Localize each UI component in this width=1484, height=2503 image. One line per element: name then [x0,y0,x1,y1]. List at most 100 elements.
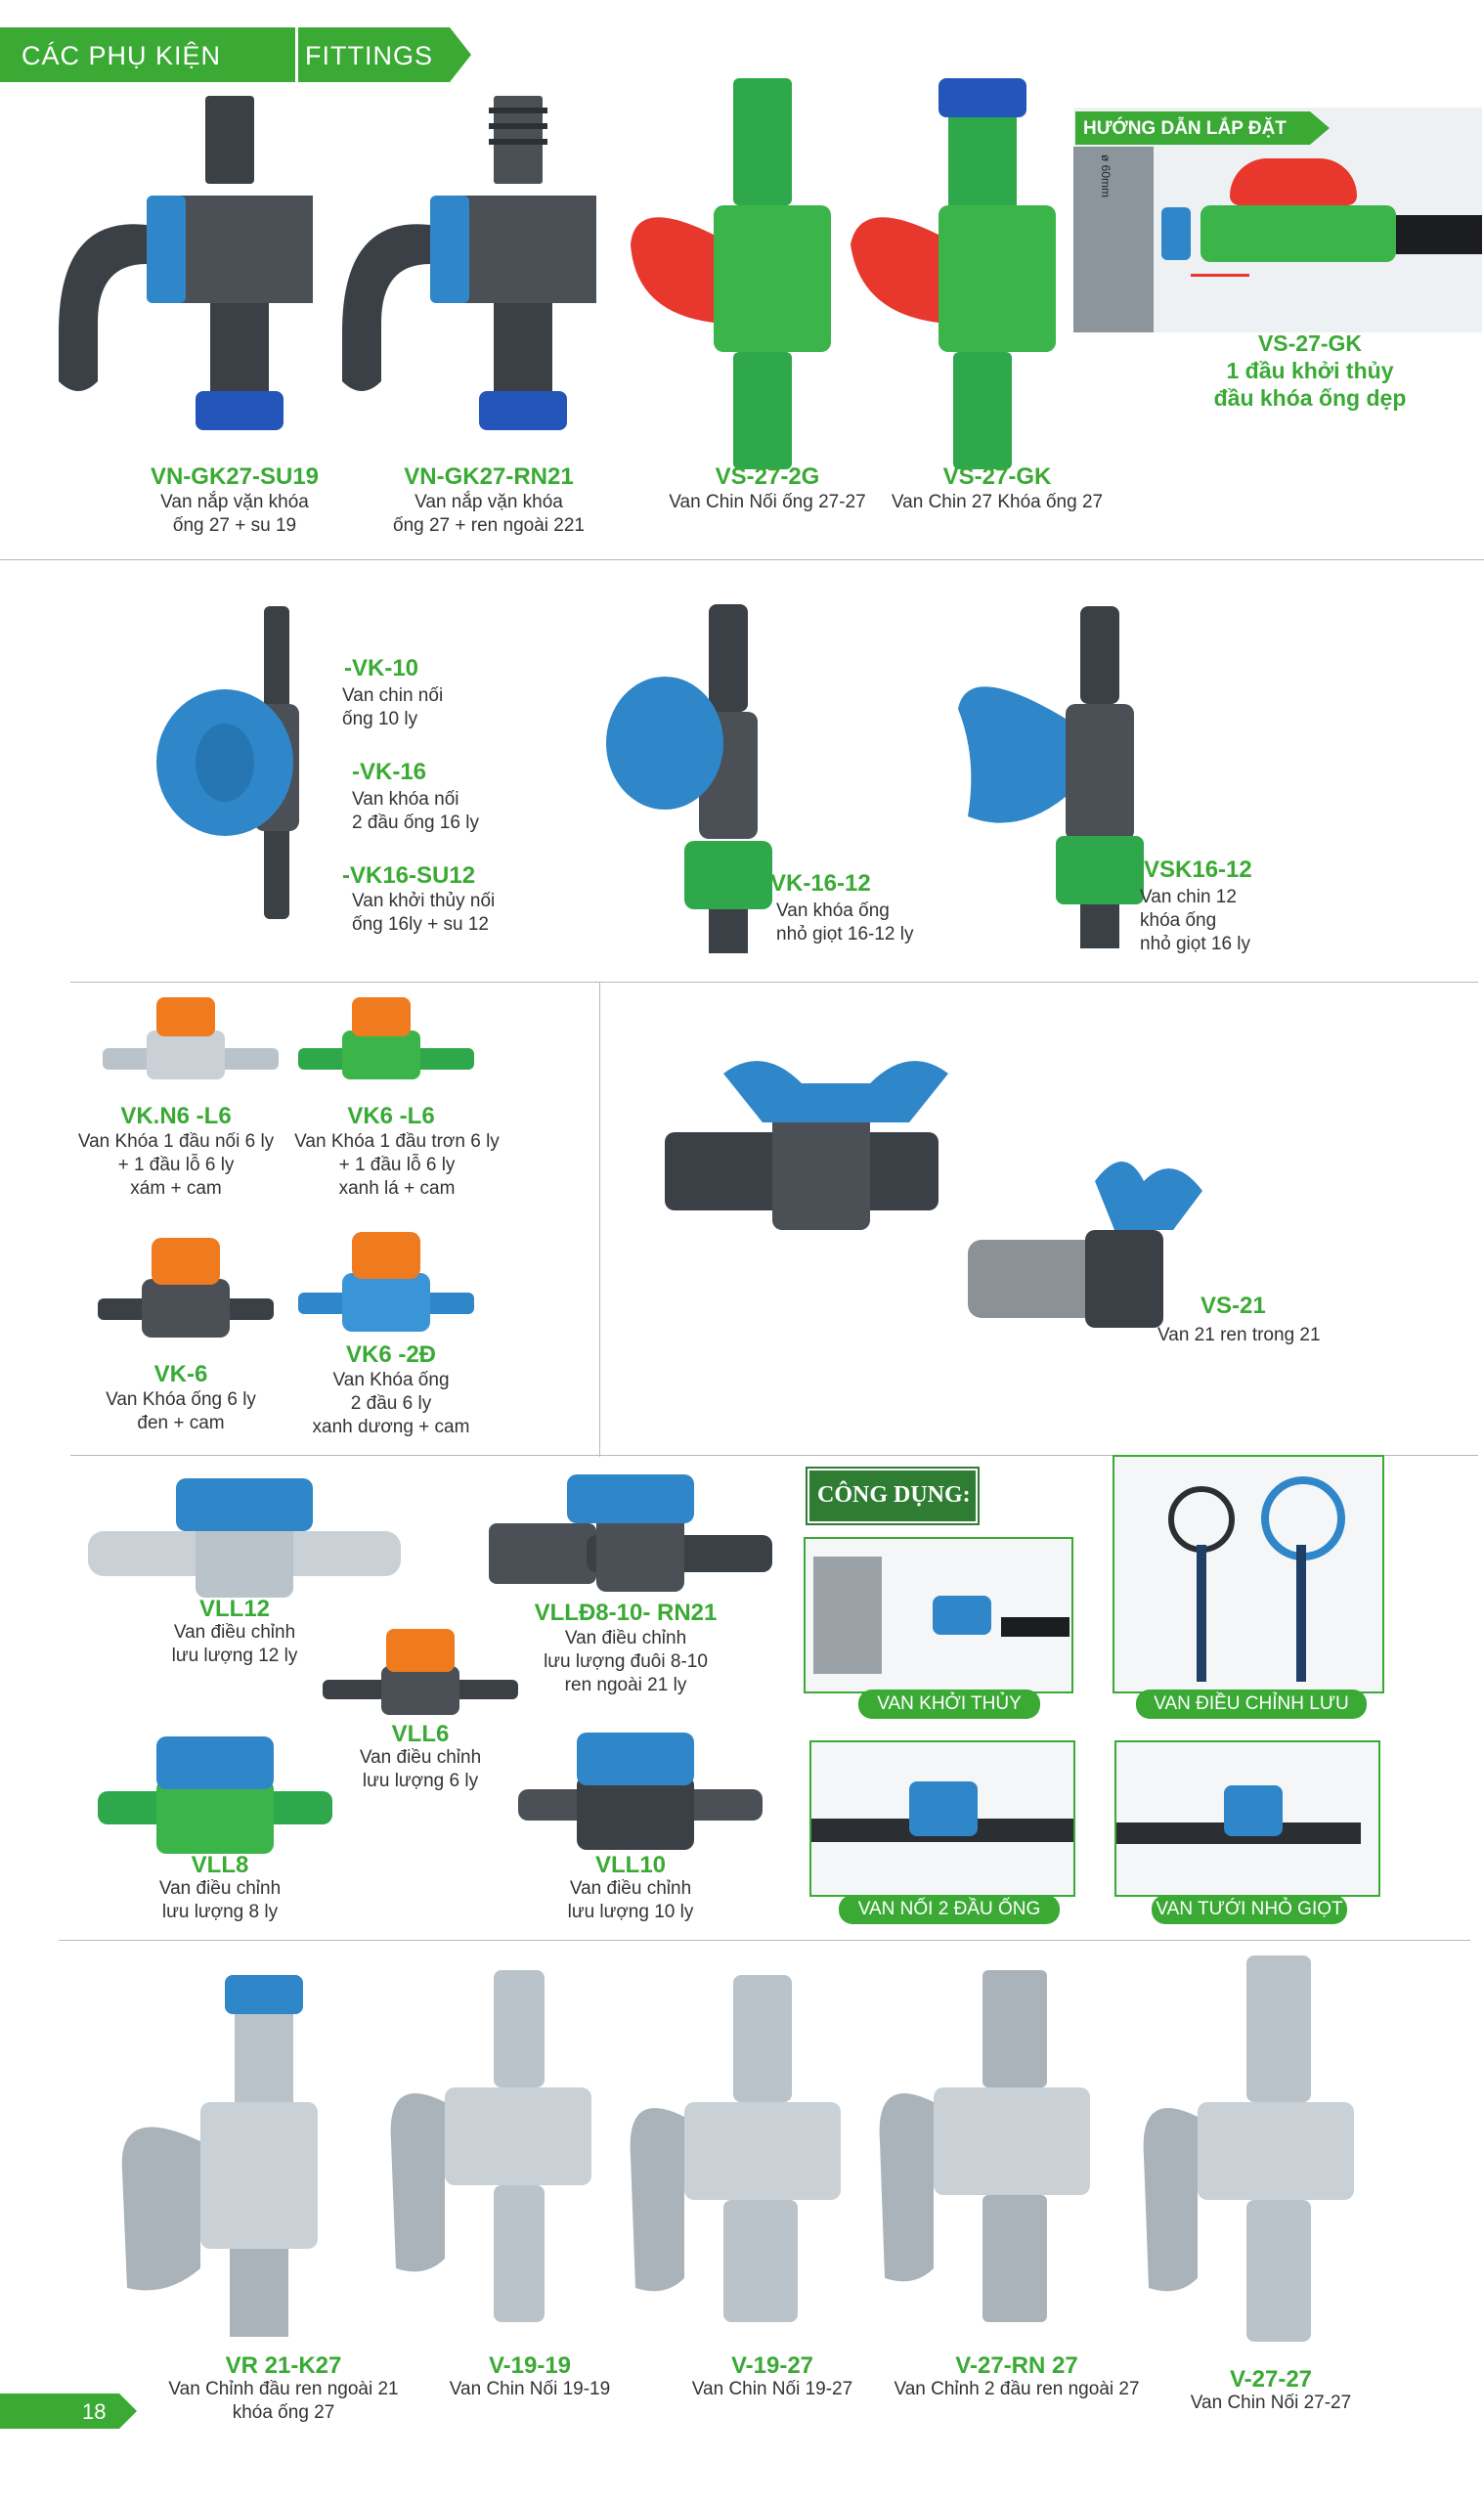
install-guide-banner: HƯỚNG DẪN LẮP ĐẶT [1075,111,1330,145]
product-desc: Van Chỉnh đầu ren ngoài 21 [168,2379,399,2399]
product-code: V-19-19 [488,2352,572,2379]
install-guide-photo: ø 60mm [1073,108,1482,332]
product-desc: Van khóa ống [776,900,890,921]
page-number-tab: 18 [0,2393,137,2429]
valve-v-19-27-image [630,1975,841,2322]
page-number: 18 [82,2399,107,2424]
product-code: VLL6 [391,1721,450,1747]
install-guide-title: HƯỚNG DẪN LẮP ĐẶT [1083,118,1287,139]
product-desc: khóa ống [1140,910,1217,931]
valve-vk6-l6-image [298,997,474,1079]
valve-vsk16-12-image [958,606,1144,948]
product-desc: đen + cam [137,1413,225,1433]
product-desc: Van Khóa 1 đầu trơn 6 ly [294,1131,500,1152]
pipe-vertical [813,1557,882,1674]
product-desc: Van Chin Nối ống 27-27 [669,492,866,512]
valve-vll12-image [88,1478,401,1598]
valve-vs-27-2g-image [631,78,831,469]
product-desc: + 1 đầu lỗ 6 ly [117,1155,235,1175]
divider [0,559,1484,560]
valve-vs-27-gk-image [851,78,1056,469]
valve-v-19-19-image [390,1970,591,2322]
product-code: VS-27-2G [715,463,820,490]
usage-photo-connector [809,1740,1075,1897]
product-desc: ống 16ly + su 12 [352,914,489,935]
valve-vn-gk27-su19-image [59,96,313,430]
header-banner: CÁC PHỤ KIỆN FITTINGS [0,27,471,82]
red-handle [1230,158,1357,205]
valve-vll8-image [98,1736,332,1854]
header-title-en: FITTINGS [305,41,433,70]
product-code: VR 21-K27 [225,2352,342,2379]
product-code: VS-27-GK [942,463,1052,490]
product-desc: Van điều chỉnh [173,1622,296,1643]
valve-vn-gk27-rn21-image [342,96,596,430]
valve-vk-10-image [156,606,299,919]
product-desc: Van Chin Nối 19-27 [691,2379,853,2399]
product-desc: Van Khóa ống 6 ly [106,1389,256,1410]
divider [70,982,1478,983]
product-code: V-19-27 [730,2352,814,2379]
product-desc: Van chin 12 [1140,887,1237,907]
product-code: -VK-10 [344,655,419,681]
product-desc: Van Khóa 1 đầu nối 6 ly [77,1131,275,1152]
divider [70,1455,1478,1456]
header-title-vi: CÁC PHỤ KIỆN [22,41,222,70]
product-code: V-27-27 [1229,2366,1313,2393]
blue-valve [933,1596,991,1635]
install-guide-line1: 1 đầu khởi thủy [1226,358,1394,383]
pipe-diameter-label: ø 60mm [1099,154,1113,198]
valve-v-27-rn27-image [879,1970,1090,2322]
product-desc: Van nắp vặn khóa [160,492,309,512]
install-guide-code: VS-27-GK [1257,330,1363,356]
product-code: VK-6 [153,1361,208,1387]
product-desc: lưu lượng đuôi 8-10 [544,1651,708,1672]
product-code: VLL8 [191,1852,249,1878]
product-desc: Van nắp vặn khóa [415,492,563,512]
usage-label: VAN NỐI 2 ĐẦU ỐNG DẺO [839,1895,1060,1949]
product-desc: Van Chin Nối 19-19 [449,2379,611,2399]
valve-v-27-27-image [1143,1955,1354,2342]
green-valve-body [1200,205,1396,262]
product-code: VLL12 [198,1596,271,1622]
product-desc: ống 27 + su 19 [172,515,297,536]
product-code: VSK16-12 [1144,856,1252,883]
valve-vk-16-12-image [606,604,772,953]
valve-vk-n6-l6-image [103,997,279,1079]
product-desc: lưu lượng 12 ly [171,1646,298,1666]
product-code: VS-21 [1200,1293,1266,1319]
product-desc: ống 10 ly [342,709,418,729]
usage-label: VAN ĐIỀU CHỈNH LƯU LƯỢNG [1136,1690,1367,1743]
riser-right [1296,1545,1306,1682]
product-desc: Van điều chỉnh [564,1628,687,1648]
product-desc: Van Chỉnh 2 đầu ren ngoài 27 [894,2379,1140,2399]
valve-vk6-2d-image [298,1232,474,1332]
product-desc: Van 21 ren trong 21 [1157,1325,1321,1345]
install-guide-line2: đầu khóa ống dẹp [1213,385,1407,411]
valve-vk-6-image [98,1238,274,1338]
divider [59,1940,1470,1941]
usage-title-badge: CÔNG DỤNG: [807,1469,978,1523]
valve-vr21-k27-image [121,1975,318,2337]
product-desc: lưu lượng 10 ly [567,1902,694,1922]
product-code: VK-16-12 [770,870,871,897]
product-desc: ống 27 + ren ngoài 221 [393,515,585,536]
usage-photo-flow-valve [1113,1455,1384,1693]
pipe-vertical [1073,147,1154,332]
divider-vertical [599,982,600,1457]
black-pipe [1001,1617,1069,1637]
product-desc: khóa ống 27 [232,2402,335,2423]
product-desc: + 1 đầu lỗ 6 ly [338,1155,456,1175]
product-desc: Van khởi thủy nối [352,891,496,911]
usage-photo-start-valve [804,1537,1073,1693]
product-code: VK.N6 -L6 [120,1103,232,1129]
valve-vll10-image [518,1733,763,1850]
product-desc: Van Chin Nối 27-27 [1190,2393,1352,2413]
product-desc: 2 đầu 6 ly [350,1393,432,1414]
product-desc: nhỏ giọt 16-12 ly [776,924,914,944]
product-desc: Van điều chỉnh [569,1878,692,1899]
sprinkler-left [1168,1486,1235,1553]
product-code: VK6 -L6 [347,1103,435,1129]
product-code: VK6 -2Đ [345,1341,437,1368]
product-desc: nhỏ giọt 16 ly [1140,934,1251,954]
